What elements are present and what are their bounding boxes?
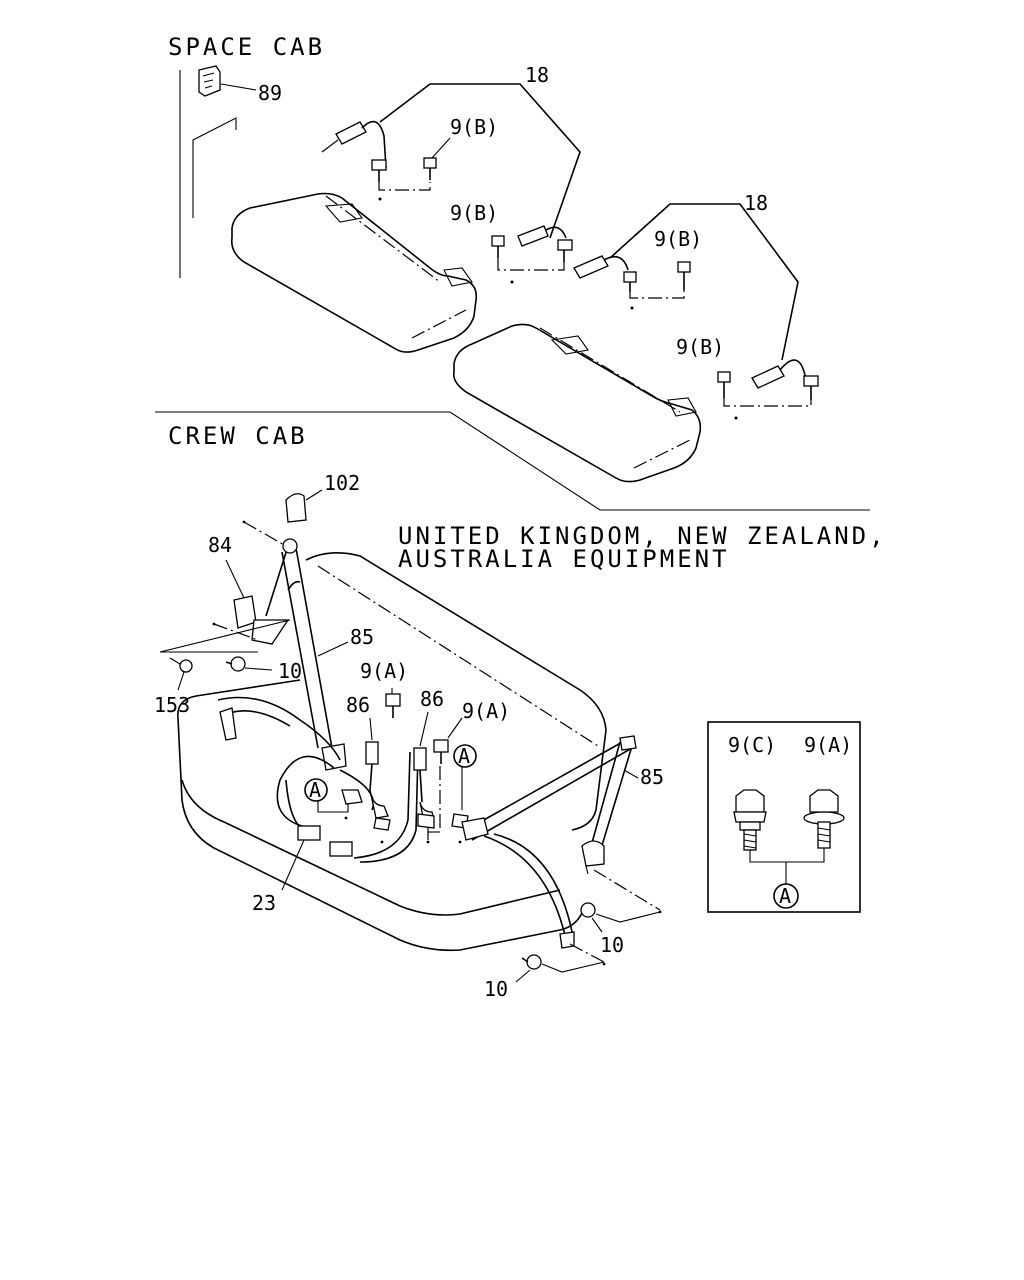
bolt-detail-inset: 9(C) 9(A) A — [707, 721, 861, 913]
callout-85-left: 85 — [350, 625, 374, 649]
section-divider — [155, 70, 870, 511]
space-cab-seat-left — [230, 192, 478, 353]
equipment-note-line2: AUSTRALIA EQUIPMENT — [398, 545, 730, 573]
inset-group-a: A — [779, 884, 791, 908]
cover-102-icon — [242, 489, 323, 547]
callout-86-left: 86 — [346, 693, 370, 717]
bolt-9a-detail-icon — [803, 789, 845, 849]
bolt-10-right-icon — [580, 869, 662, 933]
leader-85-right — [623, 769, 639, 779]
callout-9b-1: 9(B) — [450, 115, 498, 139]
leader-85-left — [317, 641, 349, 657]
anchor-brackets — [341, 766, 469, 844]
callout-89: 89 — [258, 81, 282, 105]
circle-a-marker-2: A — [453, 744, 477, 810]
callout-10-lower: 10 — [484, 977, 508, 1001]
callout-23: 23 — [252, 891, 276, 915]
callout-10-upper: 10 — [278, 659, 302, 683]
crew-cab-bench-seat — [177, 552, 607, 952]
bolt-9a-right-icon — [433, 717, 463, 764]
inset-label-9a: 9(A) — [804, 733, 852, 757]
crew-cab-header: CREW CAB — [168, 422, 308, 450]
callout-86-right: 86 — [420, 687, 444, 711]
svg-text:A: A — [458, 744, 470, 768]
seat-belt-18-left-icon — [321, 83, 581, 284]
seat-belt-18-right-icon — [573, 203, 819, 420]
cover-84-icon — [159, 559, 291, 653]
callout-18-right: 18 — [744, 191, 768, 215]
bolt-9c-icon — [733, 789, 767, 851]
screw-153-icon — [169, 657, 193, 691]
equipment-note-line1: UNITED KINGDOM, NEW ZEALAND, — [398, 522, 887, 550]
leader-23 — [281, 839, 305, 891]
callout-18-left: 18 — [525, 63, 549, 87]
clip-89-icon — [198, 65, 257, 97]
seat-belt-85-left-icon — [265, 538, 375, 829]
space-cab-seat-right — [452, 323, 702, 483]
callout-9a-left: 9(A) — [360, 659, 408, 683]
seat-belt-85-right-icon — [461, 735, 637, 949]
callout-10-right: 10 — [600, 933, 624, 957]
callout-9b-4: 9(B) — [676, 335, 724, 359]
bolt-9a-left-icon — [385, 688, 401, 718]
svg-text:A: A — [309, 778, 321, 802]
bolt-10-upper-icon — [225, 656, 273, 672]
circle-a-marker-1: A — [304, 778, 349, 813]
callout-9b-2: 9(B) — [450, 201, 498, 225]
callout-102: 102 — [324, 471, 360, 495]
inset-label-9c: 9(C) — [728, 733, 776, 757]
callout-153: 153 — [154, 693, 190, 717]
callout-85-right: 85 — [640, 765, 664, 789]
space-cab-header: SPACE CAB — [168, 33, 325, 61]
callout-9b-3: 9(B) — [654, 227, 702, 251]
lap-belt-left-icon — [217, 696, 419, 863]
callout-9a-right: 9(A) — [462, 699, 510, 723]
callout-84: 84 — [208, 533, 232, 557]
buckle-86-left-icon — [365, 717, 389, 819]
bolt-10-lower-icon — [515, 943, 606, 983]
